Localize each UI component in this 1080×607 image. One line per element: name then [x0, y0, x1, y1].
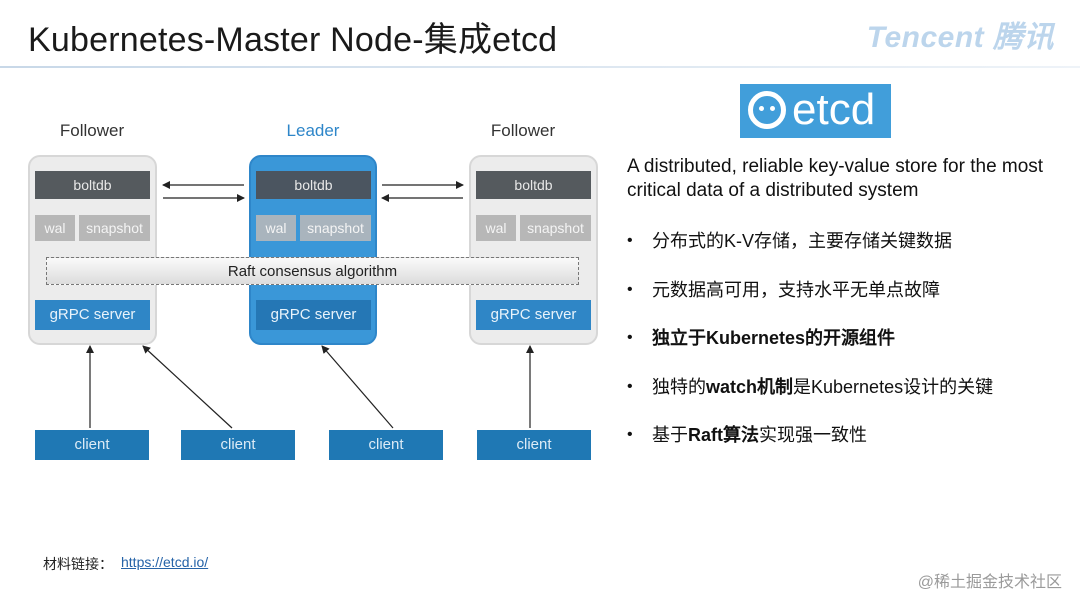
etcd-logo: etcd: [740, 84, 891, 138]
page-title: Kubernetes-Master Node-集成etcd: [28, 21, 558, 59]
node-label-follower-2: Follower: [490, 121, 556, 140]
snapshot-block: snapshot: [520, 215, 591, 241]
bullet-icon: •: [627, 280, 633, 298]
etcd-mascot-icon: [748, 91, 786, 129]
wal-block: wal: [35, 215, 75, 241]
client-block-3: client: [329, 430, 443, 460]
bullet-icon: •: [627, 329, 633, 346]
client-request-arrow: [321, 345, 394, 429]
etcd-logo-text: etcd: [792, 85, 876, 134]
feature-item: • 分布式的K-V存储，主要存储关键数据: [627, 226, 1067, 275]
feature-item: • 独立于Kubernetes的开源组件: [627, 323, 1067, 372]
grpc-server-block: gRPC server: [35, 300, 150, 330]
boltdb-block: boltdb: [476, 171, 591, 199]
feature-text: 是Kubernetes设计的关键: [793, 376, 994, 397]
client-block-1: client: [35, 430, 149, 460]
feature-text: 元数据高可用，支持水平无单点故障: [652, 279, 940, 300]
feature-item: • 基于Raft算法实现强一致性: [627, 420, 1067, 469]
feature-text: 独立于Kubernetes的开源组件: [652, 328, 896, 348]
client-block-2: client: [181, 430, 295, 460]
boltdb-block: boltdb: [256, 171, 371, 199]
footer-label: 材料链接：: [43, 556, 113, 572]
node-label-leader: Leader: [286, 121, 340, 140]
tencent-logo: Tencent 腾讯: [866, 21, 1054, 54]
bullet-icon: •: [627, 377, 633, 395]
grpc-server-block: gRPC server: [256, 300, 371, 330]
feature-text: Raft算法: [688, 425, 759, 445]
title-divider: [0, 66, 1080, 68]
feature-text: 基于: [652, 425, 688, 445]
bullet-icon: •: [627, 426, 633, 443]
wal-block: wal: [256, 215, 296, 241]
client-request-arrow: [142, 345, 233, 429]
watermark: @稀土掘金技术社区: [917, 574, 1062, 591]
boltdb-block: boltdb: [35, 171, 150, 199]
client-block-4: client: [477, 430, 591, 460]
wal-block: wal: [476, 215, 516, 241]
snapshot-block: snapshot: [300, 215, 371, 241]
node-label-follower-1: Follower: [59, 121, 125, 140]
etcd-description: A distributed, reliable key-value store …: [627, 156, 1044, 201]
feature-text: 独特的: [652, 376, 706, 397]
grpc-server-block: gRPC server: [476, 300, 591, 330]
raft-consensus-bar: Raft consensus algorithm: [46, 257, 579, 285]
feature-list: • 分布式的K-V存储，主要存储关键数据 • 元数据高可用，支持水平无单点故障 • 独立于…: [627, 226, 1067, 469]
etcd-link[interactable]: https://etcd.io/: [121, 554, 209, 570]
feature-text: 实现强一致性: [759, 425, 867, 445]
feature-text: 分布式的K-V存储，主要存储关键数据: [652, 231, 953, 251]
bullet-icon: •: [627, 232, 633, 249]
feature-item: • 独特的watch机制是Kubernetes设计的关键: [627, 372, 1067, 421]
feature-text: watch机制: [706, 376, 794, 397]
feature-item: • 元数据高可用，支持水平无单点故障: [627, 275, 1067, 324]
snapshot-block: snapshot: [79, 215, 150, 241]
